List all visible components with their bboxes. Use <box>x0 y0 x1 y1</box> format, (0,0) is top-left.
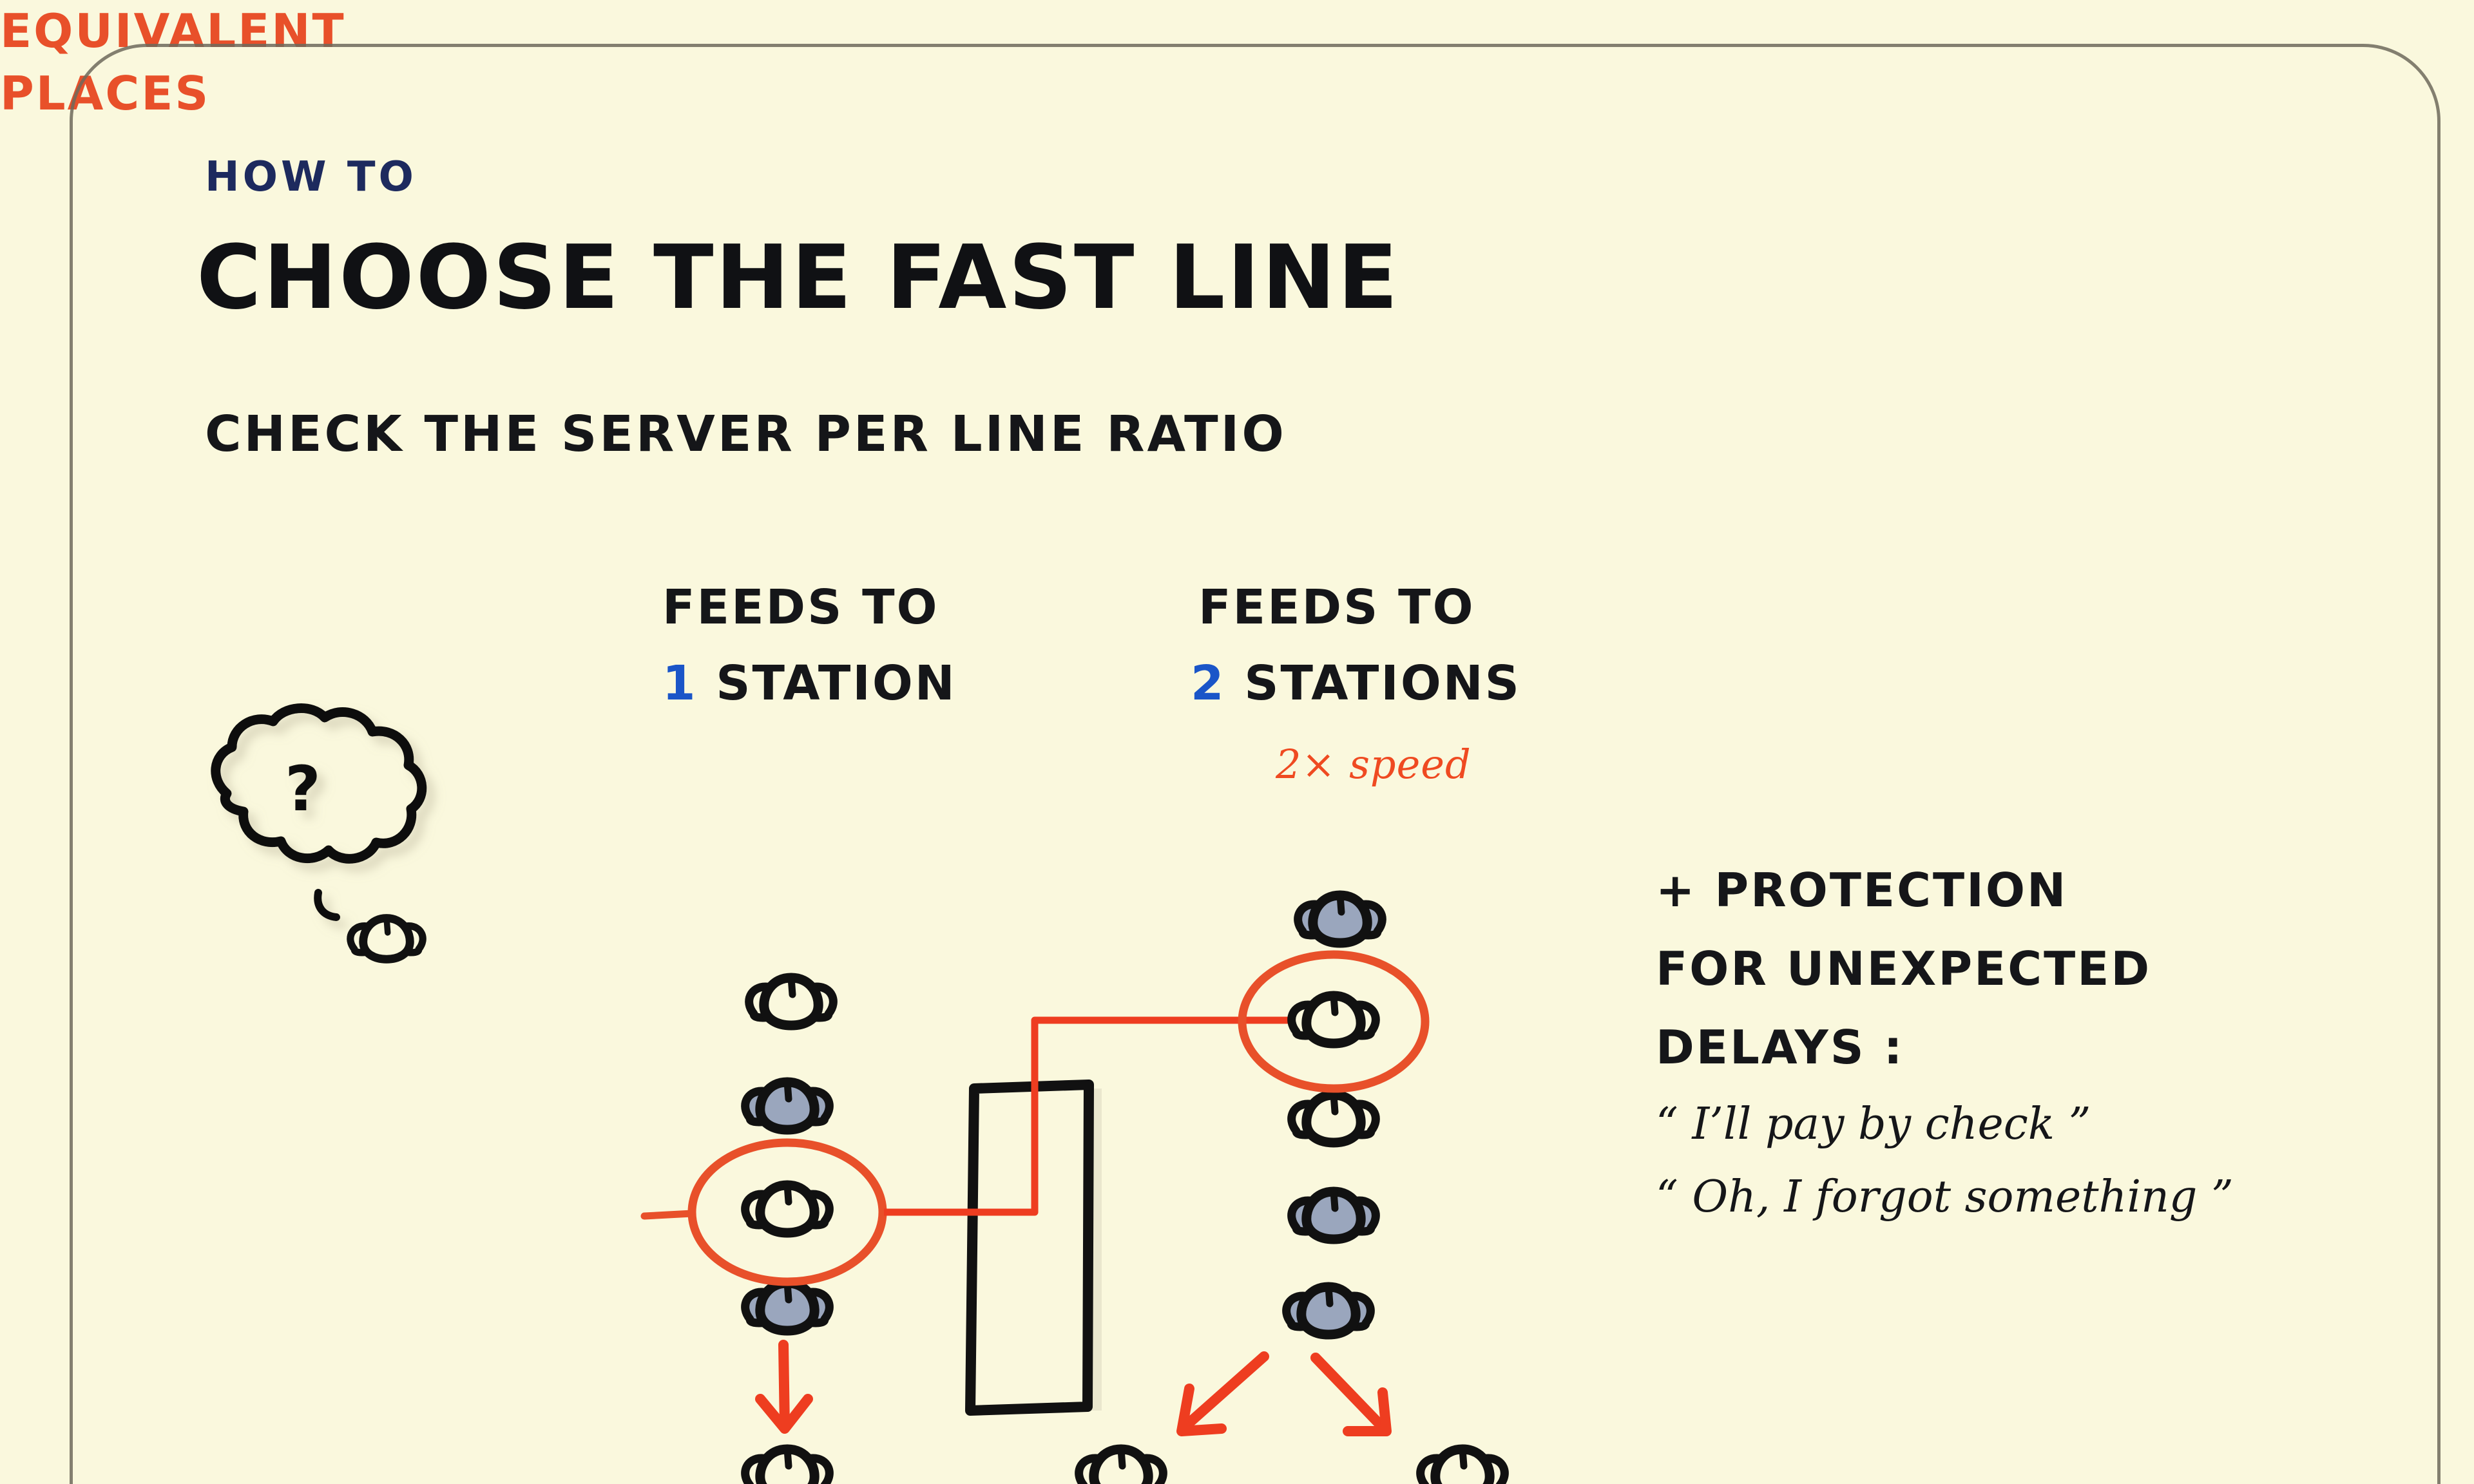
left-station-word: STATION <box>716 656 957 711</box>
right-column-header-line1: FEEDS TO <box>1198 580 1475 635</box>
left-column-header-line2: 1 STATION <box>662 656 957 711</box>
left-column-header-line1: FEEDS TO <box>662 580 939 635</box>
right-station-count: 2 <box>1191 656 1226 711</box>
delay-quote-2: “ Oh, I forgot something ” <box>1656 1172 2234 1222</box>
page-subtitle: CHECK THE SERVER PER LINE RATIO <box>205 406 1287 463</box>
protection-line-3: DELAYS : <box>1656 1020 1904 1074</box>
page-title: CHOOSE THE FAST LINE <box>197 227 1400 329</box>
right-station-word: STATIONS <box>1244 656 1521 711</box>
speed-note: 2× speed <box>1276 741 1472 788</box>
left-station-count: 1 <box>662 656 698 711</box>
kicker-text: HOW TO <box>205 153 417 201</box>
protection-panel: + PROTECTION FOR UNEXPECTED DELAYS : “ I… <box>1656 863 2429 1222</box>
protection-line-1: + PROTECTION <box>1656 863 2068 917</box>
equivalent-places-line1: EQUIVALENT <box>0 4 346 58</box>
delay-quote-1: “ I’ll pay by check ” <box>1656 1099 2091 1150</box>
card-border <box>70 44 2440 1484</box>
protection-line-2: FOR UNEXPECTED <box>1656 942 2152 996</box>
right-column-header-line2: 2 STATIONS <box>1191 656 1521 711</box>
